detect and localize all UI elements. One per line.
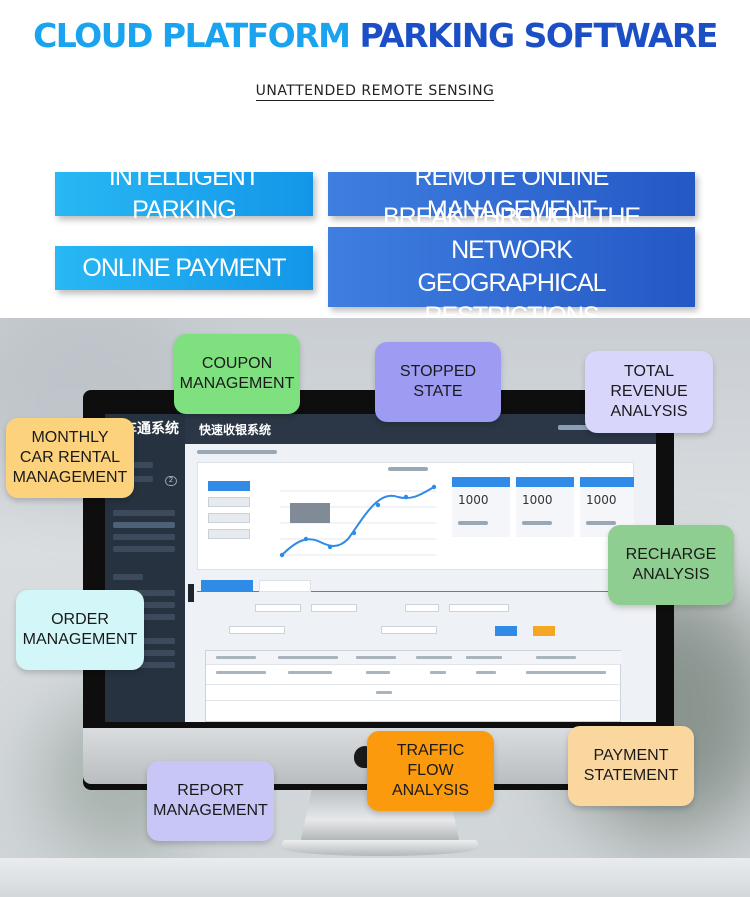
feature-intelligent-parking: INTELLIGENT PARKING [55,163,313,224]
software-screen: 车通系统 2 快速收银系统 [105,414,656,722]
page-title: CLOUD PLATFORM PARKING SOFTWARE [0,16,750,55]
order-stats-panel: 1000 1000 1000 [197,462,634,570]
stat-card-2: 1000 [516,477,574,537]
feature-online-payment: ONLINE PAYMENT [55,246,313,290]
desk-surface [0,858,750,897]
title-part-cloud-platform: CLOUD PLATFORM [33,16,351,55]
feature-remote-online-management: REMOTE ONLINE MANAGEMENT [328,163,695,224]
sidebar-collapse-handle [188,584,194,602]
feature-break-through-network: BREAK THROUGH THE NETWORK GEOGRAPHICAL R… [328,203,695,330]
screen-breadcrumb [197,450,277,454]
sidebar-count-badge: 2 [165,476,177,486]
screen-tabs [197,580,634,592]
title-part-parking-software: PARKING SOFTWARE [359,16,718,55]
stat-card-1: 1000 [452,477,510,537]
stat-card-3: 1000 [580,477,634,537]
order-table [205,650,622,722]
screen-app-title: 快速收银系统 [199,423,272,437]
monitor-base [282,840,478,856]
order-line-chart [279,484,437,558]
screen-brand: 车通系统 [123,421,179,437]
page-subtitle: UNATTENDED REMOTE SENSING [255,83,495,101]
